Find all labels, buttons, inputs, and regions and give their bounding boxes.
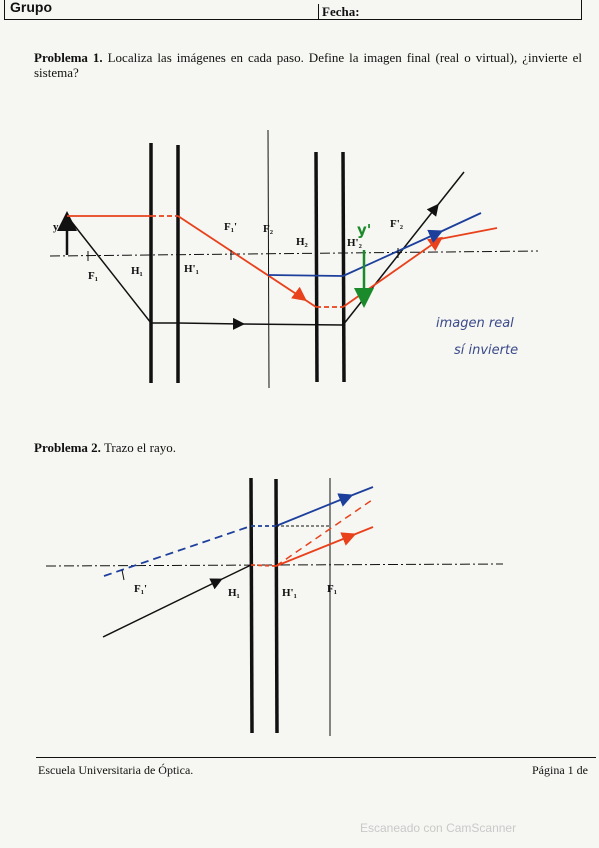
incident-ray [102, 578, 223, 638]
answer-line-2: sí invierte [454, 343, 518, 358]
label-h2-prime: H'₂ [347, 237, 363, 249]
red-ray-end [439, 227, 498, 240]
incident-ray-end [219, 564, 252, 581]
blue-construction-dashed [103, 525, 252, 577]
problem-2-title: Problema 2. [34, 440, 101, 455]
label-y-prime: y' [357, 221, 371, 239]
grupo-label: Grupo [10, 0, 52, 15]
black-ray [66, 215, 178, 324]
plane-h2 [314, 151, 319, 383]
black-ray-end [436, 171, 465, 207]
label-f1-2: F₁ [327, 583, 337, 595]
label-h2: H₂ [296, 236, 309, 248]
blue-ray-out [275, 493, 354, 527]
label-h1: H₁ [131, 265, 143, 277]
plane-h2-prime [341, 151, 346, 383]
answer-line-1: imagen real [436, 316, 514, 331]
label-f2-prime: F'₂ [390, 218, 404, 230]
plane-h1-prime-2 [274, 478, 279, 734]
label-h1-2: H₁ [228, 587, 240, 599]
red-ray-arrow-mid [291, 286, 307, 302]
label-f1: F₁ [88, 270, 98, 282]
blue-ray-out [342, 229, 444, 277]
problem-1-statement: Problema 1. Localiza las imágenes en cad… [34, 50, 582, 80]
label-y: y [53, 221, 59, 233]
header-divider [318, 4, 319, 20]
label-h1-prime: H'₁ [184, 263, 199, 275]
label-f1-prime: F₁' [224, 221, 237, 233]
optical-axis-2 [45, 563, 504, 567]
footer-school: Escuela Universitaria de Óptica. [38, 763, 194, 777]
plane-h1-2 [249, 477, 254, 734]
label-f2: F₂ [263, 223, 274, 235]
label-f1-prime-2: F₁' [134, 583, 147, 595]
blue-ray-end [439, 212, 482, 233]
blue-ray-in [267, 274, 344, 277]
black-ray-mid [241, 323, 344, 326]
camscanner-watermark: Escaneado con CamScanner [360, 821, 517, 835]
problem-2-statement: Problema 2. Trazo el rayo. [34, 440, 176, 456]
red-construction-dashed [275, 499, 373, 567]
header-table [4, 0, 582, 20]
black-ray-arrow [177, 317, 245, 330]
red-ray-end-2 [352, 526, 374, 536]
optical-axis [49, 250, 539, 257]
label-h1-prime-2: H'₁ [282, 587, 297, 599]
problem-2-text: Trazo el rayo. [103, 440, 177, 455]
blue-ray-out-end [349, 486, 374, 497]
footer-divider [36, 757, 596, 758]
red-ray-out-2 [275, 532, 357, 567]
fecha-label: Fecha: [322, 4, 360, 19]
footer-page: Página 1 de [532, 763, 588, 777]
red-ray-refracted [177, 215, 317, 308]
problem-1-diagram: y F₁ H₁ H'₁ F₁' F₂ H₂ H'₂ F'₂ y' imagen … [49, 129, 539, 389]
problem-2-diagram: F₁' H₁ H'₁ F₁ [45, 477, 504, 736]
problem-1-title: Problema 1. [34, 50, 103, 65]
red-ray-out [342, 236, 443, 308]
focal-line-f2 [267, 129, 270, 389]
problem-1-text: Localiza las imágenes en cada paso. Defi… [34, 50, 583, 80]
